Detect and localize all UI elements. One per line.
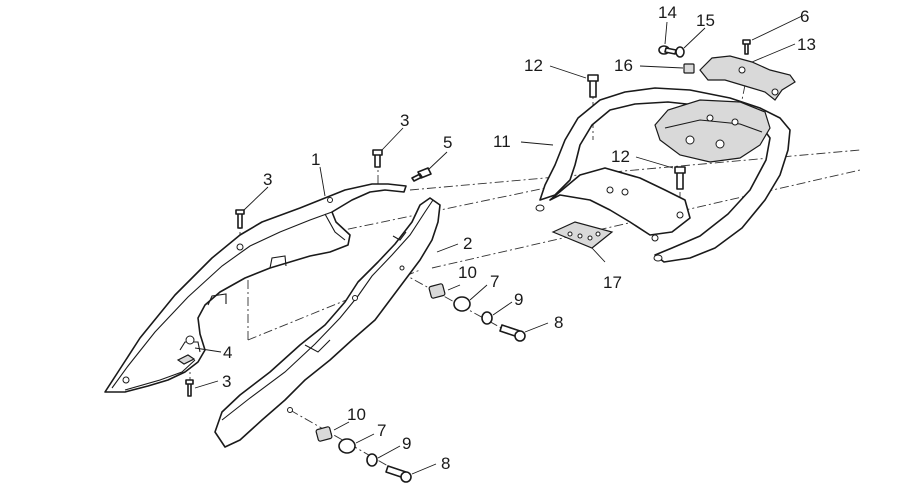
callout-11: 11: [493, 132, 511, 151]
callout-1: 1: [311, 150, 320, 169]
callout-8: 8: [554, 313, 563, 332]
callout-3: 3: [400, 111, 409, 130]
callout-9: 9: [514, 290, 523, 309]
callout-4: 4: [223, 343, 232, 362]
plate-part-17: [551, 221, 614, 249]
callout-17: 17: [603, 273, 622, 292]
callout-10: 10: [458, 263, 477, 282]
callout-14: 14: [658, 3, 677, 22]
callout-15: 15: [696, 11, 715, 30]
left-side-cover-part-1: [104, 183, 407, 393]
grab-rail-part-11: [535, 87, 791, 263]
callout-12: 12: [524, 56, 543, 75]
callout-6: 6: [800, 7, 809, 26]
hardware: [176, 39, 751, 483]
leader-lines: [194, 15, 803, 475]
callout-10: 10: [347, 405, 366, 424]
callout-3: 3: [222, 372, 231, 391]
callout-5: 5: [443, 133, 452, 152]
side-panel-part-2: [214, 197, 441, 448]
callouts: 1 2 3 3 3 4 5 6 7 7 8 8 9 9 10 10 11 12 …: [222, 3, 816, 473]
callout-2: 2: [463, 234, 472, 253]
callout-13: 13: [797, 35, 816, 54]
callout-3: 3: [263, 170, 272, 189]
callout-9: 9: [402, 434, 411, 453]
callout-12: 12: [611, 147, 630, 166]
callout-8: 8: [441, 454, 450, 473]
callout-16: 16: [614, 56, 633, 75]
callout-7: 7: [490, 272, 499, 291]
callout-7: 7: [377, 421, 386, 440]
bracket-part-13: [699, 55, 796, 101]
